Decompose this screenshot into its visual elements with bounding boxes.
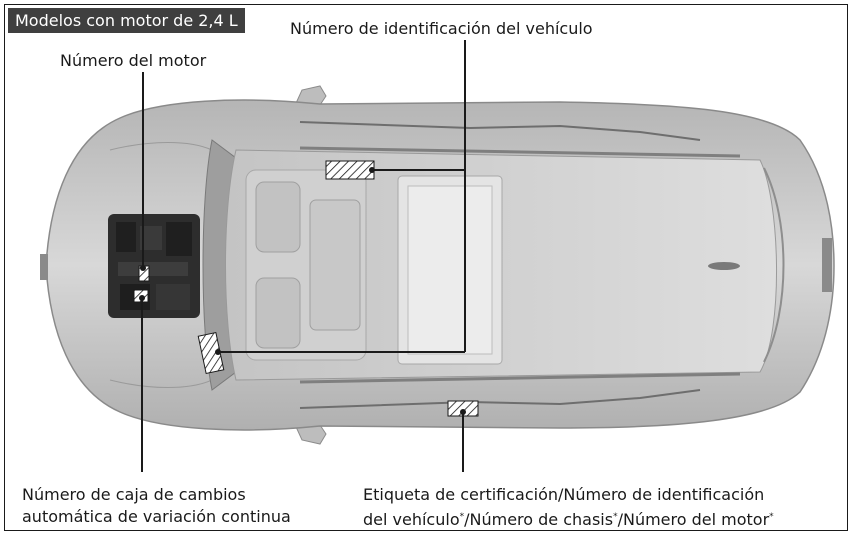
cert-chassis-text: /Número de chasis bbox=[464, 510, 614, 529]
asterisk-2: * bbox=[613, 512, 618, 522]
vin-top-marker bbox=[325, 160, 375, 180]
cvt-label-line1: Número de caja de cambios bbox=[22, 485, 246, 504]
engine-block bbox=[108, 214, 200, 318]
cvt-label-line2: automática de variación continua bbox=[22, 507, 291, 526]
cert-vin-text: del vehículo bbox=[363, 510, 460, 529]
asterisk-3: * bbox=[769, 512, 774, 522]
cert-engine-text: /Número del motor bbox=[617, 510, 770, 529]
model-header-tag: Modelos con motor de 2,4 L bbox=[8, 8, 245, 33]
cert-label-line1: Etiqueta de certificación/Número de iden… bbox=[363, 485, 765, 504]
engine-number-label: Número del motor bbox=[60, 51, 207, 70]
cert-label-line2: del vehículo*/Número de chasis*/Número d… bbox=[363, 506, 774, 531]
asterisk-1: * bbox=[459, 512, 465, 522]
vin-top-label: Número de identificación del vehículo bbox=[290, 19, 593, 38]
